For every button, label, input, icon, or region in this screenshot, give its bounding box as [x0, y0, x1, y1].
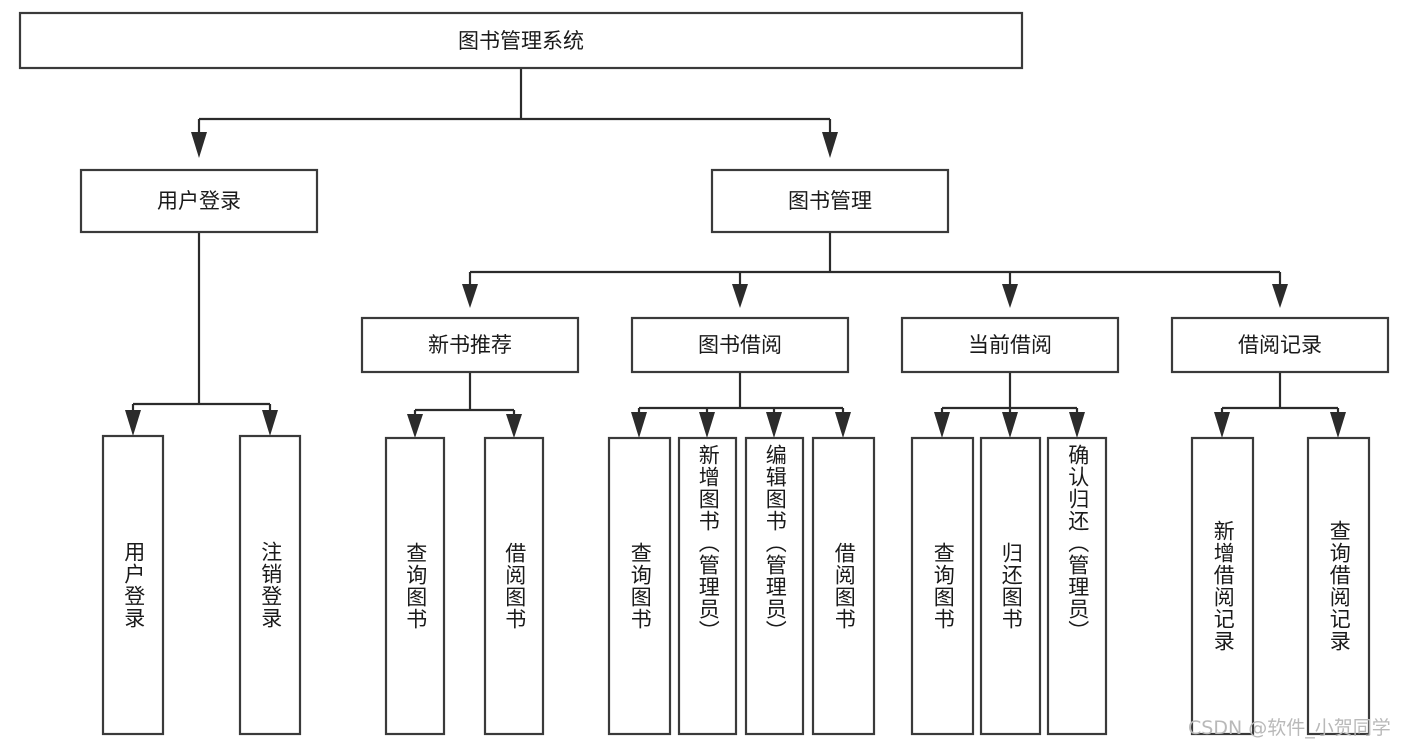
node-book-borrow-box[interactable]	[630, 316, 850, 374]
node-user-login-box[interactable]	[79, 168, 319, 234]
leaf-box-current-borrow-1[interactable]	[979, 436, 1042, 736]
connector-group-borrow-records	[1214, 372, 1346, 438]
leaf-label-book-borrow-0: 查询图书	[628, 542, 653, 630]
leaf-label-borrow-records-0: 新增借阅记录	[1211, 520, 1236, 652]
connector-group-new-book	[407, 372, 522, 438]
leaf-borrow-records-0[interactable]: 新增借阅记录	[1192, 438, 1253, 734]
leaf-box-current-borrow-2[interactable]	[1046, 436, 1108, 736]
leaf-label-current-borrow-1: 归还图书	[999, 542, 1024, 630]
node-current-borrow[interactable]: 当前借阅	[900, 316, 1120, 374]
connector-group-root	[191, 68, 838, 158]
leaf-box-new-book-0[interactable]	[384, 436, 446, 736]
arrow-head-leaf-current-borrow-0	[934, 412, 950, 438]
arrow-head-leaf-book-borrow-3	[835, 412, 851, 438]
leaf-box-user-login-1[interactable]	[238, 434, 302, 736]
arrow-head-leaf-current-borrow-2	[1069, 412, 1085, 438]
arrow-head-leaf-new-book-0	[407, 414, 423, 438]
leaf-label-user-login-1: 注销登录	[258, 541, 283, 629]
leaf-label-current-borrow-2: 确认归还（管理员）	[1065, 444, 1090, 642]
leaf-label-borrow-records-1: 查询借阅记录	[1327, 520, 1352, 652]
leaf-label-new-book-0: 查询图书	[403, 542, 428, 630]
arrow-head-leaf-user-login-0	[125, 410, 141, 436]
leaf-current-borrow-1[interactable]: 归还图书	[981, 438, 1040, 734]
arrow-head-leaf-book-borrow-1	[699, 412, 715, 438]
arrow-head-leaf-borrow-records-0	[1214, 412, 1230, 438]
leaf-label-new-book-1: 借阅图书	[502, 542, 527, 630]
leaf-box-current-borrow-0[interactable]	[910, 436, 975, 736]
leaf-book-borrow-2[interactable]: 编辑图书（管理员）	[746, 438, 803, 734]
node-root[interactable]: 图书管理系统	[18, 11, 1024, 70]
arrow-head-book-borrow	[732, 284, 748, 308]
leaf-box-book-borrow-0[interactable]	[607, 436, 672, 736]
node-root-box[interactable]	[18, 11, 1024, 70]
leaf-box-borrow-records-0[interactable]	[1190, 436, 1255, 736]
node-new-book-recommend-box[interactable]	[360, 316, 580, 374]
connector-group-user-login	[125, 232, 278, 436]
leaf-current-borrow-2[interactable]: 确认归还（管理员）	[1048, 438, 1106, 734]
node-current-borrow-box[interactable]	[900, 316, 1120, 374]
node-user-login-label: 用户登录	[157, 189, 241, 213]
arrow-head-book-mgmt	[822, 132, 838, 158]
node-root-label: 图书管理系统	[458, 29, 584, 53]
leaf-box-borrow-records-1[interactable]	[1306, 436, 1371, 736]
arrow-head-leaf-new-book-1	[506, 414, 522, 438]
arrow-head-leaf-current-borrow-1	[1002, 412, 1018, 438]
leaf-new-book-0[interactable]: 查询图书	[386, 438, 444, 734]
leaf-label-book-borrow-1: 新增图书（管理员）	[696, 444, 721, 642]
arrow-head-leaf-book-borrow-0	[631, 412, 647, 438]
leaf-book-borrow-3[interactable]: 借阅图书	[813, 438, 874, 734]
leaf-label-user-login-0: 用户登录	[121, 541, 146, 629]
node-new-book-recommend-label: 新书推荐	[428, 333, 512, 357]
leaf-borrow-records-1[interactable]: 查询借阅记录	[1308, 438, 1369, 734]
arrow-head-leaf-book-borrow-2	[766, 412, 782, 438]
leaf-box-book-borrow-3[interactable]	[811, 436, 876, 736]
leaf-book-borrow-0[interactable]: 查询图书	[609, 438, 670, 734]
node-borrow-records-box[interactable]	[1170, 316, 1390, 374]
node-book-management[interactable]: 图书管理	[710, 168, 950, 234]
leaf-label-current-borrow-0: 查询图书	[931, 542, 956, 630]
leaf-box-user-login-0[interactable]	[101, 434, 165, 736]
node-new-book-recommend[interactable]: 新书推荐	[360, 316, 580, 374]
leaf-box-new-book-1[interactable]	[483, 436, 545, 736]
node-borrow-records-label: 借阅记录	[1238, 333, 1322, 357]
connector-group-book-borrow	[631, 372, 851, 438]
arrow-head-leaf-borrow-records-1	[1330, 412, 1346, 438]
arrow-head-leaf-user-login-1	[262, 410, 278, 436]
leaf-box-book-borrow-2[interactable]	[744, 436, 805, 736]
connector-group-current-borrow	[934, 372, 1085, 438]
csdn-watermark: CSDN @软件_小贺同学	[1188, 717, 1391, 739]
node-current-borrow-label: 当前借阅	[968, 333, 1052, 357]
node-borrow-records[interactable]: 借阅记录	[1170, 316, 1390, 374]
connector-group-book-mgmt	[462, 232, 1288, 308]
arrow-head-new-book	[462, 284, 478, 308]
leaf-current-borrow-0[interactable]: 查询图书	[912, 438, 973, 734]
leaf-label-book-borrow-2: 编辑图书（管理员）	[763, 444, 788, 642]
leaf-user-login-1[interactable]: 注销登录	[240, 436, 300, 734]
node-book-borrow[interactable]: 图书借阅	[630, 316, 850, 374]
node-user-login[interactable]: 用户登录	[79, 168, 319, 234]
arrow-head-borrow-records	[1272, 284, 1288, 308]
leaf-label-book-borrow-3: 借阅图书	[832, 542, 857, 630]
node-book-management-label: 图书管理	[788, 189, 872, 213]
leaf-new-book-1[interactable]: 借阅图书	[485, 438, 543, 734]
node-book-borrow-label: 图书借阅	[698, 333, 782, 357]
arrow-head-current-borrow	[1002, 284, 1018, 308]
leaf-user-login-0[interactable]: 用户登录	[103, 436, 163, 734]
arrow-head-user-login	[191, 132, 207, 158]
leaf-box-book-borrow-1[interactable]	[677, 436, 738, 736]
node-book-management-box[interactable]	[710, 168, 950, 234]
leaf-book-borrow-1[interactable]: 新增图书（管理员）	[679, 438, 736, 734]
